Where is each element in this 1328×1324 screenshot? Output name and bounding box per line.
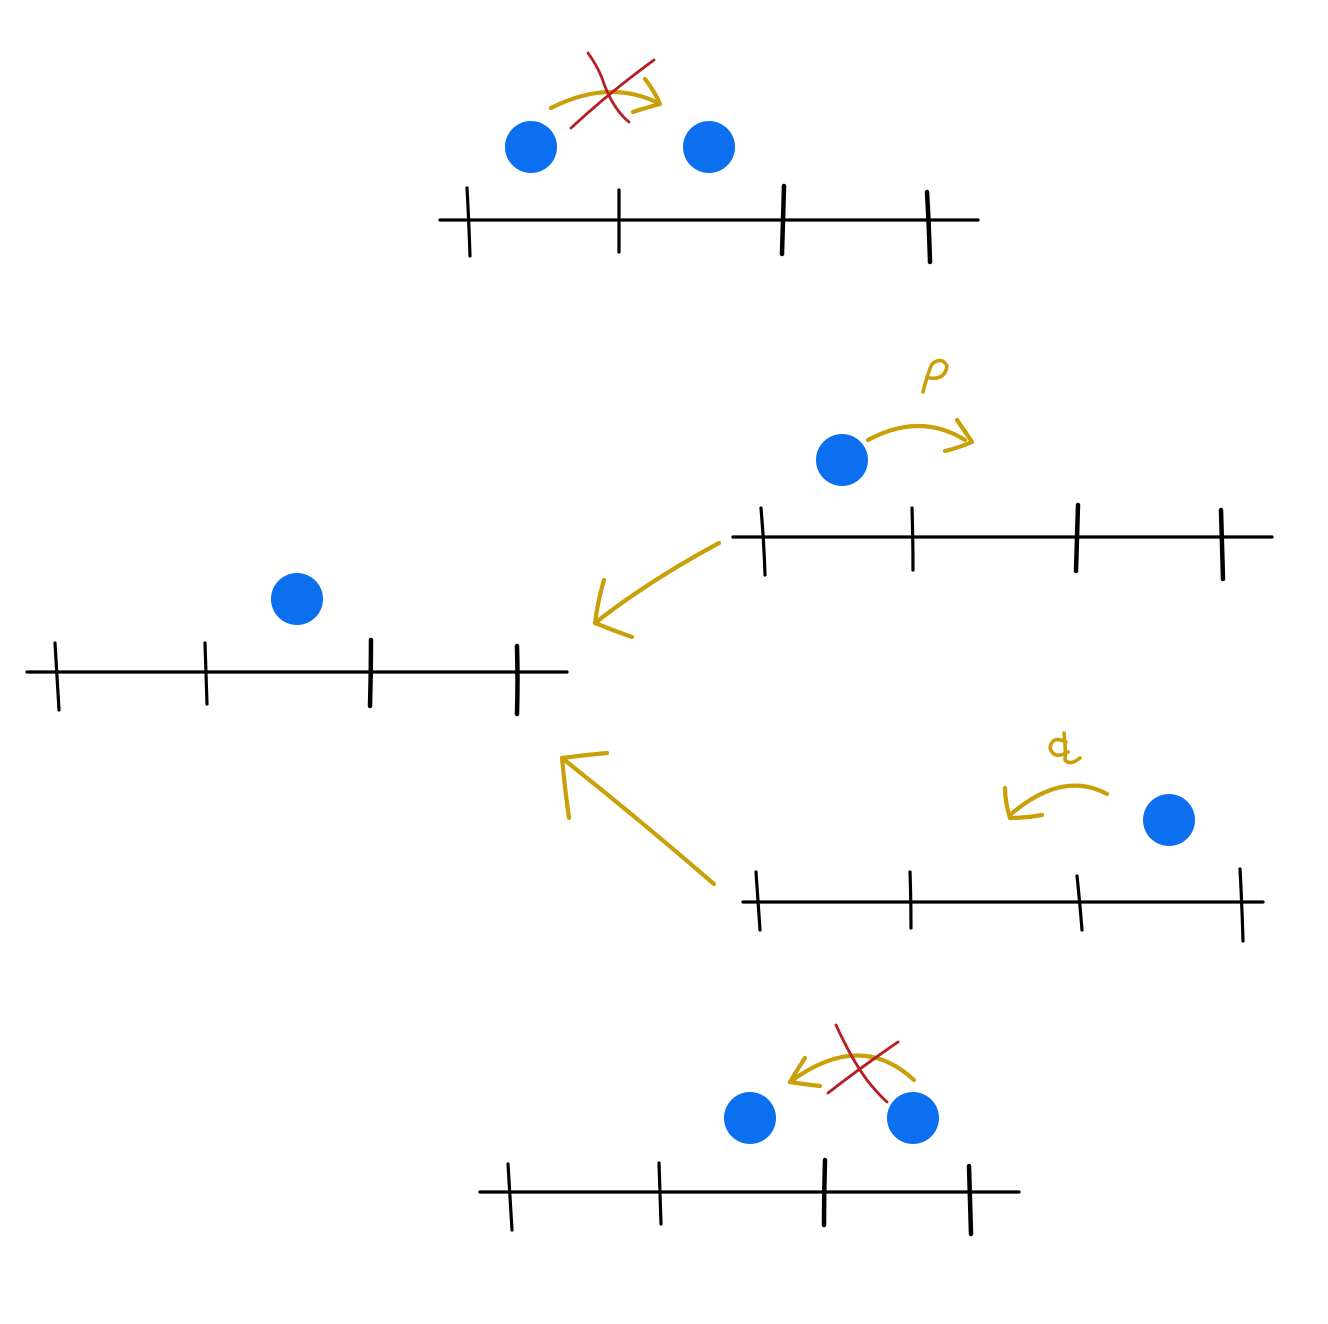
jump-arrow-head — [630, 76, 663, 115]
panel-blocked-right — [438, 51, 980, 265]
rate-label-p: p — [920, 389, 921, 391]
jump-arrow-right — [865, 424, 968, 443]
particle — [271, 573, 323, 625]
panel-jump-left: q — [741, 731, 1265, 943]
transition-arrow-from-right-jump — [592, 540, 722, 626]
lattice-tick — [924, 189, 933, 265]
lattice-tick — [657, 1161, 663, 1226]
lattice-tick — [779, 183, 787, 257]
lattice-tick — [910, 506, 915, 572]
lattice-tick — [506, 1162, 514, 1232]
lattice-tick — [1238, 867, 1245, 943]
blocked-cross — [586, 51, 631, 124]
lattice-tick — [908, 870, 913, 930]
lattice-tick — [966, 1163, 974, 1237]
particle — [505, 121, 557, 173]
blocked-cross — [826, 1040, 900, 1095]
lattice-tick — [53, 641, 61, 712]
lattice-tick — [759, 506, 767, 577]
panel-result — [25, 573, 569, 717]
particle — [1143, 794, 1195, 846]
rate-glyph-p — [921, 358, 949, 394]
lattice-tick — [367, 637, 374, 709]
panel-jump-right: p — [731, 358, 1274, 582]
blocked-cross — [834, 1023, 889, 1104]
rate-label-q: q — [1050, 759, 1051, 761]
particle — [816, 434, 868, 486]
transition-arrow-from-left-jump — [559, 755, 717, 887]
lattice-tick — [465, 186, 472, 258]
lattice-tick — [514, 643, 520, 717]
lattice-tick — [754, 870, 762, 932]
lattice-tick — [1073, 502, 1081, 574]
lattice-tick — [1075, 874, 1084, 932]
blocked-cross — [569, 58, 656, 130]
jump-arrow-head — [1002, 785, 1045, 821]
transition-arrow-head — [559, 750, 610, 821]
jump-arrow-head — [942, 417, 975, 454]
particle — [724, 1092, 776, 1144]
jump-arrow-right — [548, 89, 663, 111]
lattice-tick — [821, 1157, 828, 1228]
panel-blocked-left — [478, 1023, 1021, 1237]
particle — [683, 121, 735, 173]
particle — [887, 1092, 939, 1144]
lattice-tick — [1218, 507, 1226, 582]
rate-glyph-q — [1048, 731, 1082, 765]
jump-arrow-left — [1007, 783, 1110, 818]
jump-arrow-left — [787, 1053, 917, 1085]
jump-arrow-head — [787, 1055, 823, 1089]
lattice-tick — [203, 641, 209, 706]
transition-arrow-head — [592, 577, 635, 640]
